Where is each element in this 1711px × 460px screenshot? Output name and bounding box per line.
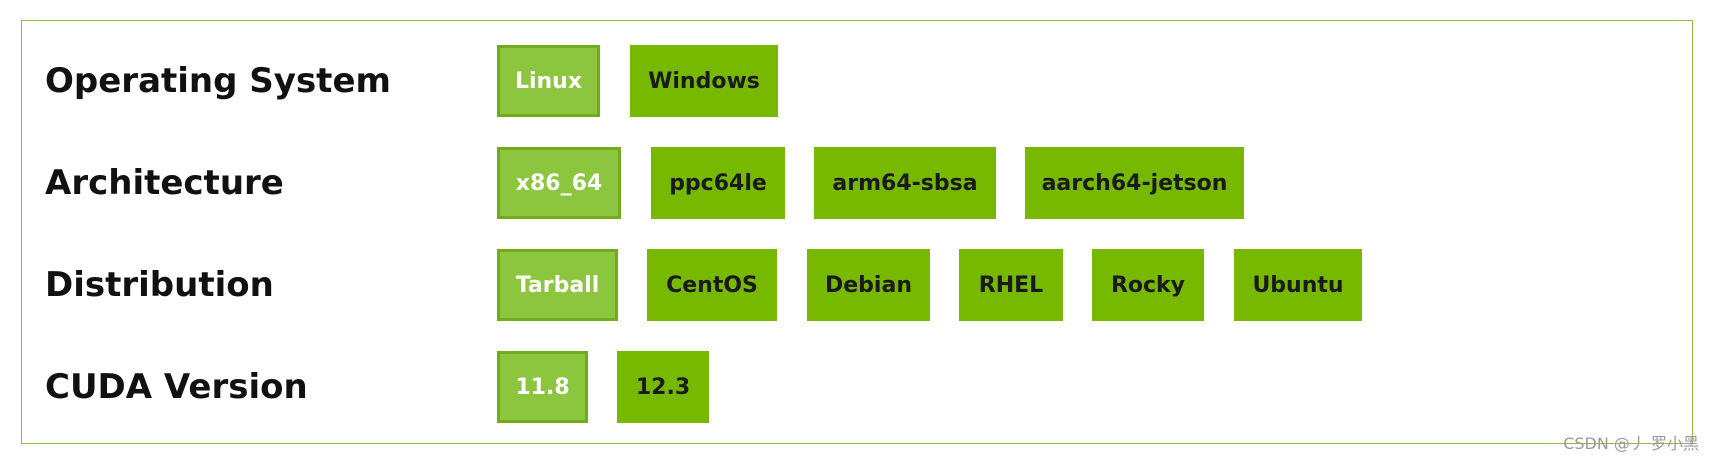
architecture-label: Architecture — [45, 163, 284, 203]
option-linux[interactable]: Linux — [497, 45, 600, 117]
option-tarball[interactable]: Tarball — [497, 249, 618, 321]
distribution-label: Distribution — [45, 265, 274, 305]
option-rocky[interactable]: Rocky — [1092, 249, 1204, 321]
installer-selector-panel: Operating System Linux Windows Architect… — [21, 20, 1693, 444]
option-cuda-11-8[interactable]: 11.8 — [497, 351, 588, 423]
row-operating-system: Operating System Linux Windows — [22, 45, 1692, 117]
option-centos[interactable]: CentOS — [647, 249, 777, 321]
option-ubuntu[interactable]: Ubuntu — [1234, 249, 1362, 321]
option-debian[interactable]: Debian — [807, 249, 930, 321]
row-architecture: Architecture x86_64 ppc64le arm64-sbsa a… — [22, 147, 1692, 219]
option-rhel[interactable]: RHEL — [959, 249, 1063, 321]
option-arm64-sbsa[interactable]: arm64-sbsa — [814, 147, 996, 219]
row-cuda-version: CUDA Version 11.8 12.3 — [22, 351, 1692, 423]
option-windows[interactable]: Windows — [630, 45, 778, 117]
option-cuda-12-3[interactable]: 12.3 — [617, 351, 709, 423]
cuda-version-label: CUDA Version — [45, 367, 308, 407]
operating-system-label: Operating System — [45, 61, 391, 101]
option-ppc64le[interactable]: ppc64le — [651, 147, 785, 219]
option-x86-64[interactable]: x86_64 — [497, 147, 621, 219]
csdn-watermark: CSDN @丿 罗小黑 — [1563, 434, 1699, 453]
row-distribution: Distribution Tarball CentOS Debian RHEL … — [22, 249, 1692, 321]
option-aarch64-jetson[interactable]: aarch64-jetson — [1025, 147, 1244, 219]
